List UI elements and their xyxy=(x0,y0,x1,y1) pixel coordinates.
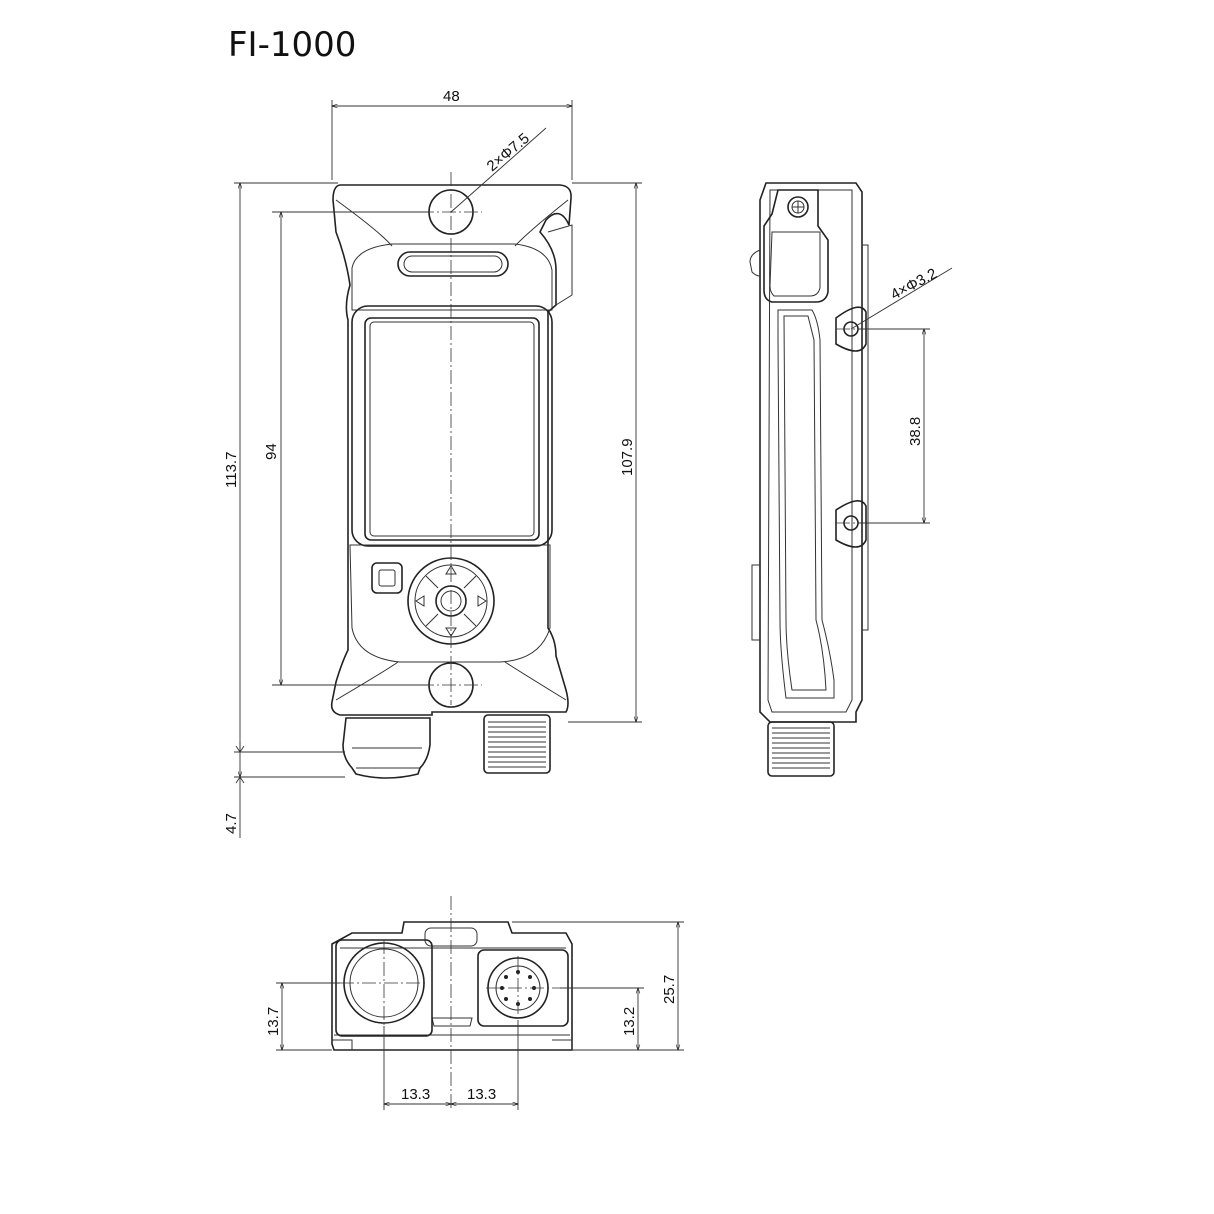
front-lcd-screen xyxy=(364,317,540,541)
front-upper-housing xyxy=(351,243,553,311)
left-connector-detail xyxy=(352,747,422,769)
side-top-cap-inner xyxy=(769,231,821,297)
hole-leader-line xyxy=(450,127,547,213)
bottom-body-feet xyxy=(332,1039,573,1050)
right-connector-height-label: 13.2 xyxy=(621,1007,638,1036)
front-screen-bezel xyxy=(351,305,553,547)
left-offset-label: 13.3 xyxy=(401,1086,430,1103)
side-screw-cross xyxy=(792,201,804,213)
bottom-center-notch xyxy=(431,1017,473,1027)
front-slot-window xyxy=(397,251,509,277)
dpad-right-arrow-icon xyxy=(477,595,487,607)
width-extension-lines xyxy=(331,100,573,180)
drawing-title: FI-1000 xyxy=(228,25,356,65)
left-connector xyxy=(342,717,431,779)
side-left-tab-upper xyxy=(749,249,761,277)
dpad-left-arrow-icon xyxy=(415,595,425,607)
front-view xyxy=(330,172,573,779)
side-upper-hole-boss xyxy=(835,306,867,352)
side-body-outline xyxy=(759,182,863,723)
offset-extension-lines xyxy=(383,1020,519,1110)
width-label: 48 xyxy=(443,88,460,105)
connector-length-label: 4.7 xyxy=(223,813,240,834)
side-pitch-extension-lines xyxy=(858,328,930,524)
bottom-body-inner-lines xyxy=(334,947,570,1036)
bottom-connector-centerlines xyxy=(340,940,560,1026)
bottom-body-outline xyxy=(331,921,573,1051)
pitch-extension-lines xyxy=(272,211,430,686)
bottom-right-connector-pins xyxy=(500,970,536,1006)
right-connector-thread xyxy=(488,721,546,768)
left-height-extension-lines xyxy=(276,982,340,1051)
side-connector-thread xyxy=(772,727,830,769)
front-slot-inner xyxy=(403,255,503,273)
front-keypad-panel xyxy=(349,544,551,663)
side-hole-callout-label: 4×Φ3.2 xyxy=(888,265,940,303)
side-body-inner xyxy=(767,189,853,713)
dpad-down-arrow-icon xyxy=(445,627,457,637)
right-offset-label: 13.3 xyxy=(467,1086,496,1103)
hole-pitch-label: 94 xyxy=(263,443,280,460)
side-hole-leader xyxy=(850,267,953,330)
bottom-dimensions: 25.7 13.7 13.2 13.3 13.3 xyxy=(265,922,684,1110)
menu-square-inner xyxy=(378,569,396,587)
connector-arrows xyxy=(235,745,245,784)
depth-label: 25.7 xyxy=(661,975,678,1004)
left-connector-height-label: 13.7 xyxy=(265,1007,282,1036)
depth-extension-lines xyxy=(512,921,684,1051)
side-dimensions: 4×Φ3.2 38.8 xyxy=(850,265,953,524)
overall-height-label: 113.7 xyxy=(223,452,240,488)
dpad-dividers xyxy=(425,575,477,627)
right-connector xyxy=(483,714,551,774)
menu-square-button xyxy=(371,562,403,594)
front-lcd-inner xyxy=(369,321,535,537)
front-upper-saddle xyxy=(335,199,569,247)
side-connector xyxy=(767,721,835,777)
side-right-flange xyxy=(862,244,869,631)
front-lower-saddle xyxy=(335,661,567,701)
side-lower-hole-boss xyxy=(835,500,867,548)
side-left-tab-lower xyxy=(751,564,760,641)
height-extension-lines xyxy=(234,182,345,778)
side-internal-channel xyxy=(777,309,835,699)
front-body-outline xyxy=(330,184,572,716)
side-internal-channel-inner xyxy=(783,315,827,691)
side-screw-head xyxy=(787,196,809,218)
right-height-extension-lines xyxy=(560,987,644,1051)
body-height-label: 107.9 xyxy=(619,438,636,476)
front-side-clip xyxy=(547,224,573,306)
hole-callout-label: 2×Φ7.5 xyxy=(484,130,533,175)
side-view xyxy=(749,182,869,777)
body-height-extension-lines xyxy=(568,182,642,723)
side-top-cap xyxy=(763,189,829,303)
bottom-view xyxy=(331,896,573,1108)
side-hole-pitch-label: 38.8 xyxy=(907,417,924,446)
